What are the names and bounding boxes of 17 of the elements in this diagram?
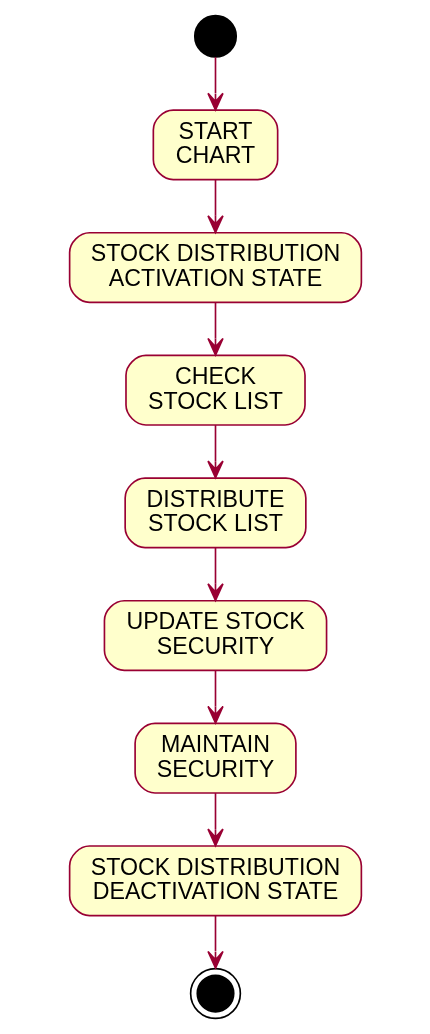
arrow <box>206 178 224 234</box>
node-box: STOCK DISTRIBUTION ACTIVATION STATE <box>68 231 362 304</box>
node-circle <box>193 14 237 58</box>
node-box: MAINTAIN SECURITY <box>133 722 297 794</box>
arrow <box>206 792 224 847</box>
node-box: STOCK DISTRIBUTION DEACTIVATION STATE <box>68 845 362 917</box>
arrow <box>206 669 224 724</box>
arrow <box>206 424 224 479</box>
arrow <box>206 546 224 602</box>
node-box: START CHART <box>152 109 278 181</box>
arrow <box>206 915 224 969</box>
arrow <box>206 301 224 356</box>
node-box: DISTRIBUTE STOCK LIST <box>123 477 307 549</box>
arrow <box>206 56 224 111</box>
node-box: CHECK STOCK LIST <box>124 354 306 426</box>
node-target <box>189 967 241 1020</box>
node-box: UPDATE STOCK SECURITY <box>103 599 327 672</box>
